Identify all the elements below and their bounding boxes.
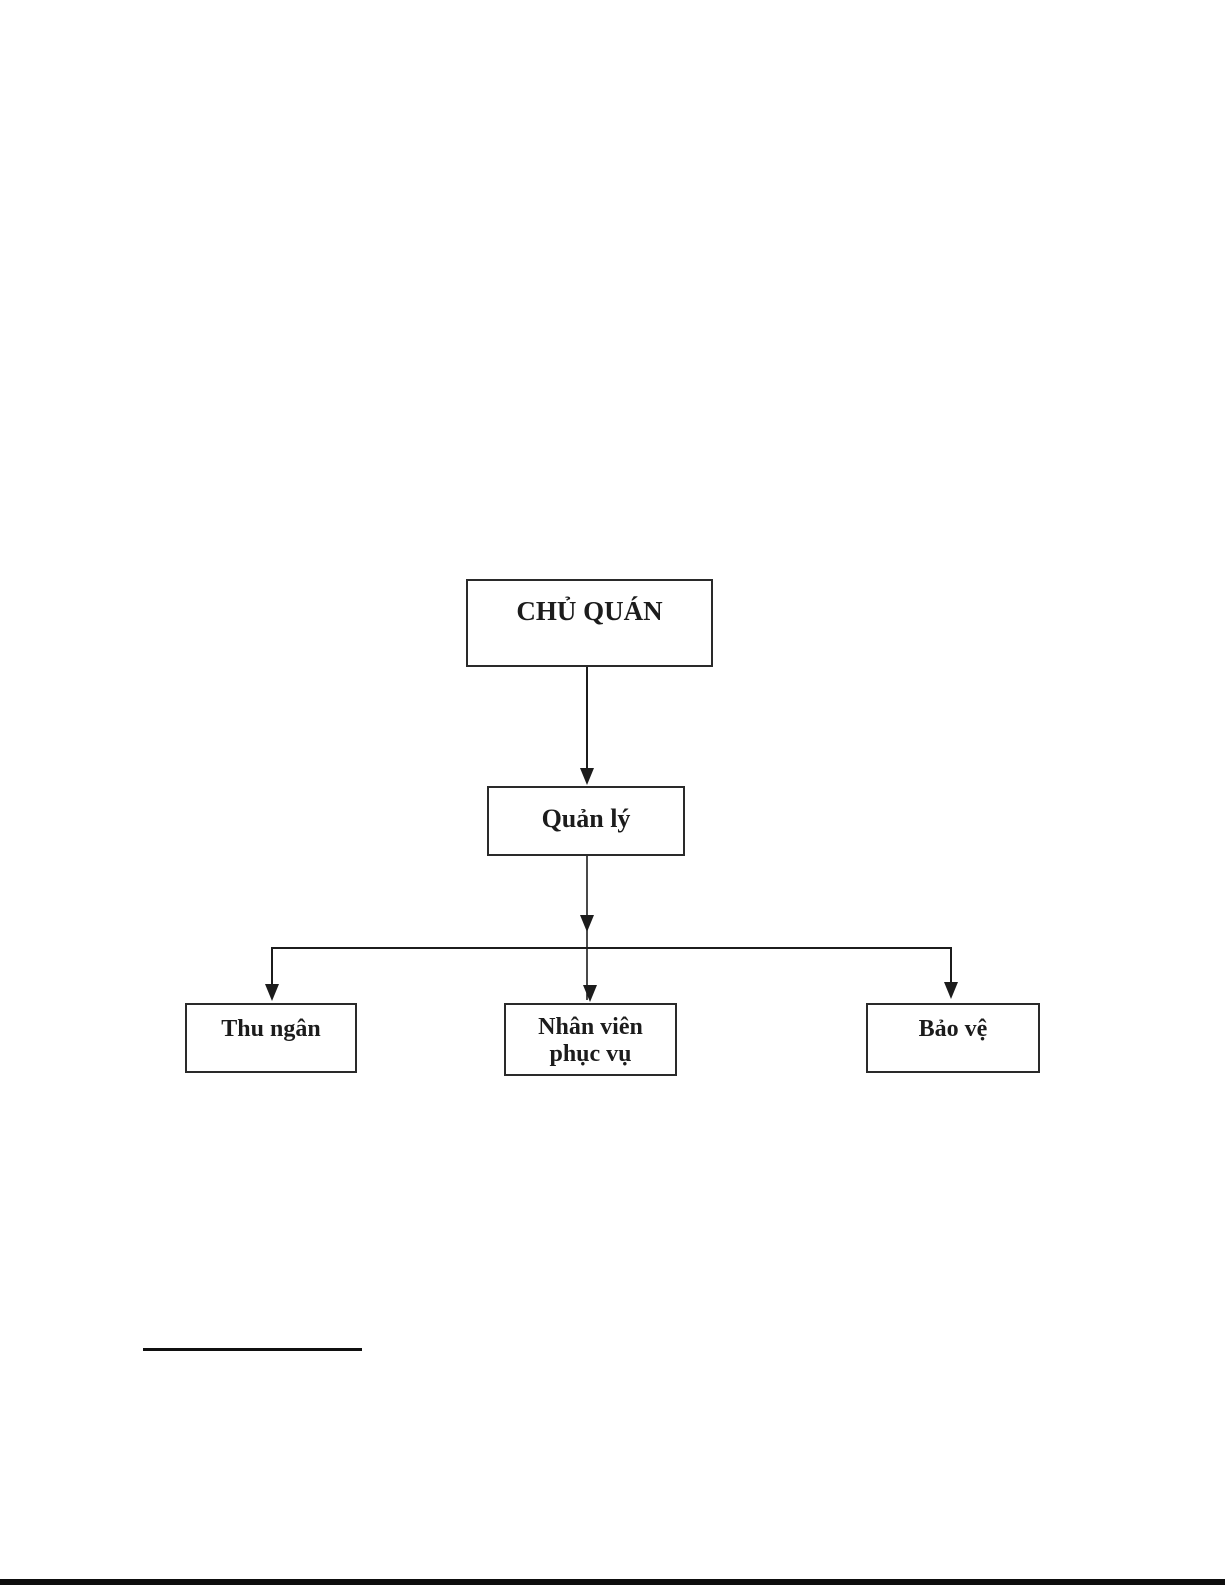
org-node-cashier-label: Thu ngân xyxy=(221,1016,321,1042)
arrowhead-junction-service xyxy=(583,985,597,1002)
org-node-manager-label: Quản lý xyxy=(541,804,631,833)
arrowhead-junction-cashier xyxy=(265,984,279,1001)
footnote-separator-rule xyxy=(143,1348,362,1351)
arrowhead-root-manager xyxy=(580,768,594,785)
org-node-security-label: Bảo vệ xyxy=(918,1016,988,1042)
org-node-service-staff-label-line2: phục vụ xyxy=(549,1041,632,1067)
arrowhead-junction-security xyxy=(944,982,958,999)
org-node-cashier: Thu ngân xyxy=(185,1003,357,1073)
org-node-service-staff: Nhân viên phục vụ xyxy=(504,1003,677,1076)
org-node-service-staff-label-line1: Nhân viên xyxy=(538,1014,643,1040)
org-node-security: Bảo vệ xyxy=(866,1003,1040,1073)
org-node-owner-label: CHỦ QUÁN xyxy=(516,596,663,626)
org-node-owner: CHỦ QUÁN xyxy=(466,579,713,667)
arrowhead-manager-junction xyxy=(580,915,594,932)
page-bottom-edge-bar xyxy=(0,1579,1225,1585)
org-node-manager: Quản lý xyxy=(487,786,685,856)
